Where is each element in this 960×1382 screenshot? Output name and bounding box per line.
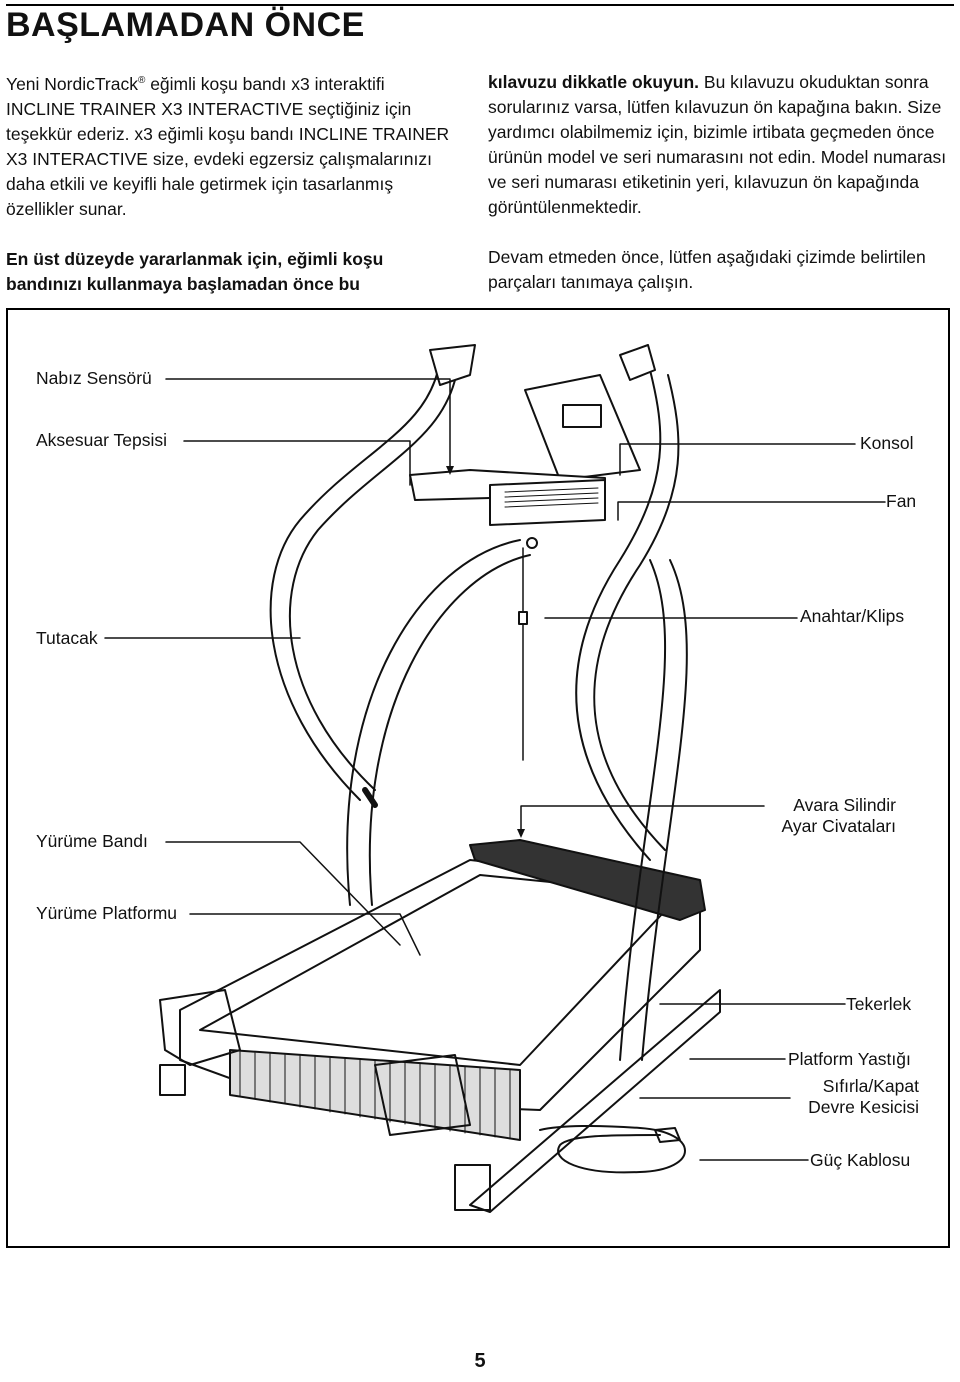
console-display [562,404,602,428]
fan-grille [504,487,599,508]
left-pulse-grip [429,344,476,386]
label-key-clip: Anahtar/Klips [800,606,905,627]
power-cord-coil [539,1124,686,1174]
walking-belt-surface [199,874,681,1066]
rear-foot [159,1064,186,1096]
motor-hood [469,839,706,921]
arrowheads [446,466,525,838]
label-power-cord: Güç Kablosu [810,1150,911,1171]
label-platform-cushion: Platform Yastığı [788,1049,911,1070]
right-upright-inner [641,559,688,1061]
label-reset-breaker: Sıfırla/Kapat Devre Kesicisi [795,1076,919,1118]
intro-paragraph: Yeni NordicTrack® eğimli koşu bandı x3 i… [6,73,450,219]
label-walking-platform: Yürüme Platformu [36,903,178,924]
diagram-frame [6,308,950,1248]
label-wheel: Tekerlek [846,994,912,1015]
title-rule [6,4,954,6]
right-handrail [575,369,662,861]
label-handrail: Tutacak [36,628,98,649]
instruction-bold: En üst düzeyde yararlanmak için, eğimli … [6,248,384,294]
label-console: Konsol [860,433,914,454]
power-plug [654,1127,681,1143]
left-handrail-inner [288,364,459,791]
page-title: BAŞLAMADAN ÖNCE [6,6,365,44]
read-manual-paragraph: kılavuzu dikkatle okuyun. Bu kılavuzu ok… [488,72,947,217]
belt-side-hatching [239,1051,511,1140]
right-column: kılavuzu dikkatle okuyun. Bu kılavuzu ok… [488,70,948,295]
left-upright [346,539,521,906]
left-handrail [269,359,441,801]
safety-key [518,611,528,625]
label-fan: Fan [886,491,917,512]
rear-left-cap [159,989,241,1066]
left-column: Yeni NordicTrack® eğimli koşu bandı x3 i… [6,68,451,297]
fan-housing [489,479,606,526]
identify-parts-paragraph: Devam etmeden önce, lütfen aşağıdaki çiz… [488,247,926,292]
leader-lines [104,378,886,1161]
right-pulse-grip [619,344,656,381]
label-pulse-sensor: Nabız Sensörü [36,368,152,389]
base-foot [454,1164,491,1211]
label-walking-belt: Yürüme Bandı [36,831,148,852]
right-upright [619,559,667,1061]
left-handrail-end [362,787,378,808]
label-idler-roller: Avara Silindir Ayar Civataları [770,795,896,837]
right-handrail-inner [593,374,680,851]
rear-right-cap [374,1054,471,1136]
left-upright-inner [368,554,531,906]
label-accessory-tray: Aksesuar Tepsisi [36,430,167,451]
key-slot [526,537,538,549]
page-number: 5 [474,1350,486,1372]
